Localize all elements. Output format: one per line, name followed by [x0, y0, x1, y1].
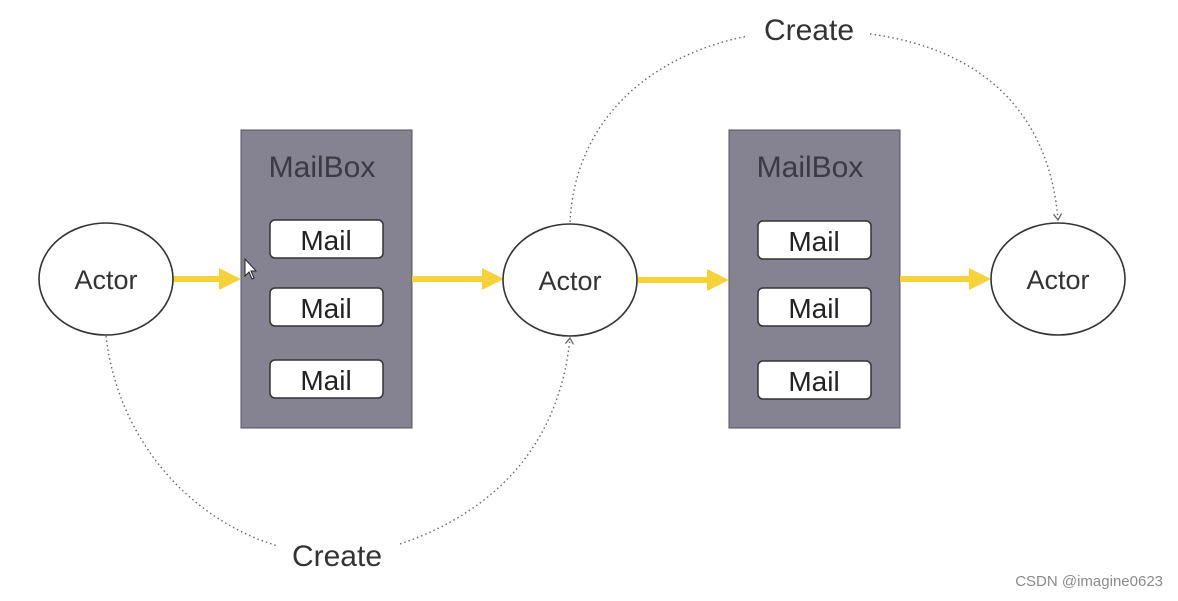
- create-label-bottom: Create: [292, 540, 382, 573]
- mailbox-1: MailBox Mail Mail Mail: [240, 129, 413, 429]
- mailbox-1-title: MailBox: [269, 151, 376, 184]
- flow-arrow-2: [412, 268, 504, 290]
- actor-2: Actor: [502, 223, 638, 337]
- flow-arrow-4: [900, 268, 991, 290]
- mail-label: Mail: [300, 225, 351, 256]
- actor-3-label: Actor: [1026, 265, 1089, 295]
- mail-label: Mail: [788, 366, 839, 397]
- mail-item: Mail: [269, 219, 384, 259]
- flow-arrow-1: [173, 268, 241, 290]
- flow-arrow-3: [638, 269, 729, 291]
- actor-3: Actor: [990, 222, 1126, 336]
- mail-label: Mail: [788, 293, 839, 324]
- mailbox-2-title: MailBox: [757, 151, 864, 184]
- create-curve-top: [569, 33, 1058, 222]
- mail-label: Mail: [788, 226, 839, 257]
- mail-label: Mail: [300, 365, 351, 396]
- mail-item: Mail: [757, 287, 872, 327]
- mail-item: Mail: [757, 220, 872, 260]
- mailbox-2: MailBox Mail Mail Mail: [728, 129, 901, 429]
- mouse-pointer-icon: [244, 257, 258, 280]
- create-label-top: Create: [764, 14, 854, 47]
- actor-1-label: Actor: [74, 265, 137, 295]
- watermark: CSDN @imagine0623: [1015, 573, 1163, 590]
- mail-label: Mail: [300, 293, 351, 324]
- mail-item: Mail: [269, 359, 384, 399]
- mail-item: Mail: [269, 287, 384, 327]
- actor-1: Actor: [38, 222, 174, 336]
- mail-item: Mail: [757, 360, 872, 400]
- actor-2-label: Actor: [538, 266, 601, 296]
